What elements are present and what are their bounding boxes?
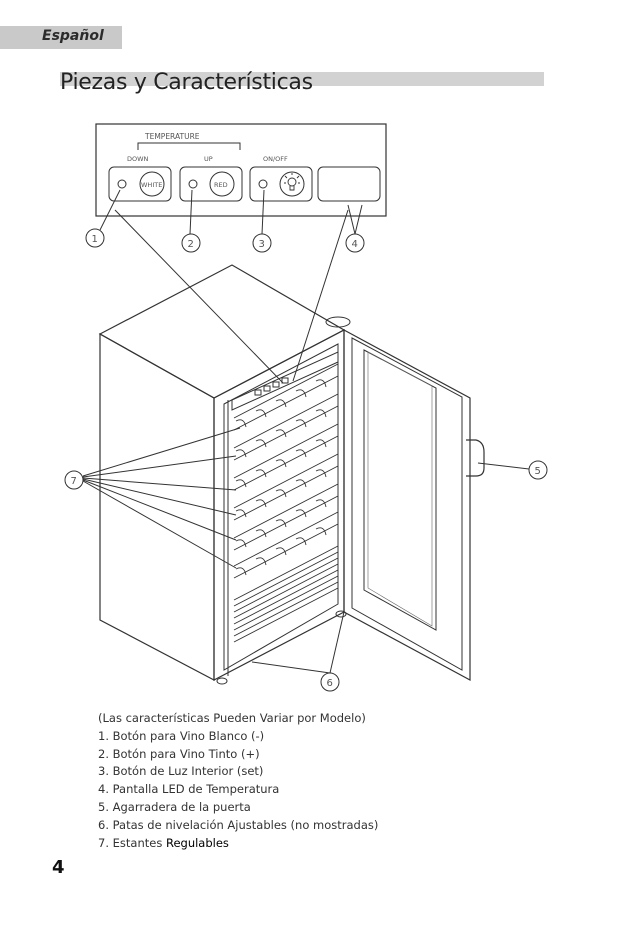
legend-item-7: 7. Estantes Regulables [98, 835, 378, 853]
legend-item-4: 4. Pantalla LED de Temperatura [98, 782, 280, 797]
light-indicator [258, 179, 268, 189]
callout-4-number: 4 [352, 239, 358, 250]
language-tab: Español [0, 26, 122, 49]
language-label: Español [42, 28, 104, 44]
legend-item-6: 6. Patas de nivelación Ajustables (no mo… [98, 817, 379, 832]
callout-3-number: 3 [259, 239, 265, 250]
red-button-frame [179, 166, 243, 202]
onoff-label: ON/OFF [263, 155, 288, 163]
callout-5-number: 5 [535, 466, 541, 477]
temperature-label: TEMPERATURE [144, 132, 200, 141]
light-button-frame [249, 166, 313, 202]
bulb-icon [284, 173, 300, 191]
wine-shelves [233, 363, 339, 643]
parts-legend: (Las características Pueden Variar por M… [98, 710, 378, 852]
legend-item-7-prefix: 7. Estantes [98, 835, 166, 850]
section-title: Piezas y Características [60, 70, 313, 95]
legend-item-1: 1. Botón para Vino Blanco (-) [98, 728, 265, 743]
up-label: UP [204, 155, 213, 163]
legend-item-7-emphasis: Regulables [165, 835, 229, 850]
red-button [209, 171, 235, 197]
down-label: DOWN [127, 155, 149, 163]
legend-item-3: 3. Botón de Luz Interior (set) [98, 764, 264, 779]
cabinet-top [98, 264, 346, 399]
cabinet-door [343, 328, 471, 682]
white-button-frame [108, 166, 172, 202]
light-button [279, 171, 305, 197]
callout-2 [181, 233, 201, 253]
legend-item-2: 2. Botón para Vino Tinto (+) [98, 746, 260, 761]
led-display [317, 166, 381, 202]
cabinet-left-side [99, 332, 215, 681]
red-button-label: RED [214, 181, 228, 189]
door-hinge [325, 316, 351, 328]
wine-cooler-diagram: TEMPERATURE DOWN UP ON/OFF WHITE RED 1 2… [64, 123, 548, 692]
white-button [139, 171, 165, 197]
title-underline-bar [60, 72, 544, 86]
white-indicator [117, 179, 127, 189]
callout-1-number: 1 [92, 234, 98, 245]
callout-2-number: 2 [188, 239, 194, 250]
door-handle [466, 439, 485, 477]
callout-7-number: 7 [71, 476, 77, 487]
callout-1 [85, 228, 105, 248]
red-indicator [188, 179, 198, 189]
legend-item-5: 5. Agarradera de la puerta [98, 799, 251, 814]
door-glass [363, 349, 437, 631]
white-button-label: WHITE [141, 181, 162, 189]
legend-note: (Las características Pueden Variar por M… [98, 711, 366, 725]
callout-5 [528, 460, 548, 480]
callout-6-number: 6 [327, 678, 333, 689]
control-panel [95, 123, 387, 217]
page-number: 4 [52, 857, 65, 878]
